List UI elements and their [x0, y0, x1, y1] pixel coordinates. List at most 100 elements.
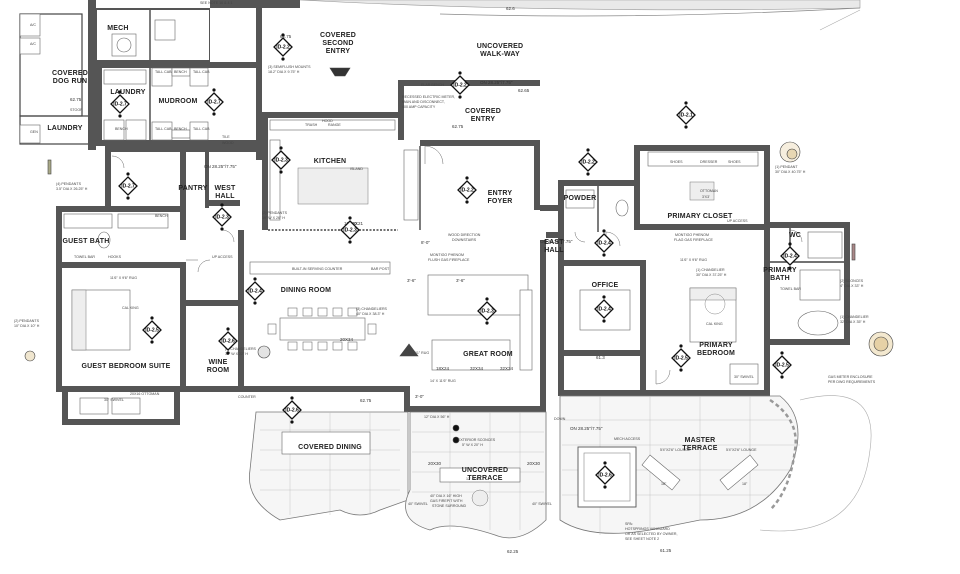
- fixture-tag-code: ID-2.2: [453, 83, 467, 89]
- fixture-tag-dot: [465, 176, 469, 180]
- dimension-label: 62.75: [70, 97, 82, 102]
- annotation-note: 12" DIA X 56" H: [424, 415, 450, 419]
- fixture-tag: ID-2.6: [595, 461, 615, 489]
- dimension-label: 20X30: [527, 461, 541, 466]
- fixture-tag-diamond: [477, 301, 497, 321]
- room-label-primary-closet: PRIMARY CLOSET: [667, 213, 733, 220]
- room-label-guest-bath: GUEST BATH: [63, 238, 110, 245]
- annotation-note: WOOD DIRECTION: [448, 233, 481, 237]
- fixture-tag-diamond: [271, 150, 291, 170]
- annotation-note: RANGE: [328, 123, 341, 127]
- fixture-tag-diamond: [780, 246, 800, 266]
- annotation-note: RECESSED ELECTRIC METER,: [402, 95, 455, 99]
- annotation-note: 30" DIA X 37.25" H: [696, 273, 727, 277]
- dimension-label: 32X34: [500, 366, 514, 371]
- annotation-note: FLUSH GAS FIREPLACE: [428, 258, 470, 262]
- annotation-note: 20X16 OTTOMAN: [130, 392, 160, 396]
- annotation-note: OR AS SELECTED BY OWNER,: [625, 532, 677, 536]
- annotation-note: FLAG GAS FIREPLACE: [674, 238, 714, 242]
- room-label-wc: WC: [789, 232, 801, 239]
- annotation-note: STONE SURROUND: [432, 504, 466, 508]
- fixture-tag: ID-2.6: [282, 396, 302, 424]
- fixture-tag-dot: [684, 125, 688, 129]
- fixture-tag-diamond: [595, 465, 615, 485]
- annotation-note: MONTIGO PHENOM: [430, 253, 464, 257]
- annotation-note: DOWN: [554, 417, 566, 421]
- fixture-tag: ID-2.4: [245, 277, 265, 305]
- fixture-tag-code: ID-2.6: [285, 408, 299, 414]
- annotation-note: GAS FIREPIT WITH: [430, 499, 463, 503]
- fixture-tag-dot: [465, 200, 469, 204]
- annotation-note: 40" SWIVEL: [408, 502, 428, 506]
- fixture-tag-dot: [118, 114, 122, 118]
- fixture-tag: ID-2.7: [110, 90, 130, 118]
- annotation-note: (2) PENDANTS: [14, 319, 40, 323]
- fixture-tag-code: ID-2.3: [343, 228, 357, 234]
- fixture-tag-dot: [220, 203, 224, 207]
- annotation-note: PER DWG REQUIREMENTS: [828, 380, 876, 384]
- room-label-great-room: GREAT ROOM: [463, 351, 513, 358]
- annotation-note: 40" DIA X 38.3" H: [356, 312, 385, 316]
- dimension-label: ON 28.25"/7.75": [570, 426, 603, 431]
- fixture-tag-diamond: [450, 75, 470, 95]
- fixture-tag: ID-2.2: [273, 33, 293, 61]
- room-label-dining-room: DINING ROOM: [281, 287, 331, 294]
- fixture-tag: ID-2.7: [118, 172, 138, 200]
- fixtures: [63, 119, 843, 415]
- fixture-tag-dot: [602, 319, 606, 323]
- fixture-tag-code: ID-2.5: [674, 356, 688, 362]
- annotation-note: TALL CAB: [155, 127, 172, 131]
- dimension-label: 62.6: [506, 6, 515, 11]
- fixture-tag-diamond: [245, 281, 265, 301]
- annotation-note: 5'4"X2'6" LOUNGE: [660, 448, 691, 452]
- fixture-tag: ID-2.4: [594, 229, 614, 257]
- dimension-label: 8'-0": [421, 240, 430, 245]
- annotation-note: 18": [742, 482, 748, 486]
- annotation-note: 3.5" DIA X 26.25" H: [56, 187, 88, 191]
- annotation-note: 4" DIA X 33" H: [840, 284, 864, 288]
- fixture-tag-code: ID-2.3: [480, 309, 494, 315]
- fixture-tag: ID-2.4: [594, 295, 614, 323]
- fixture-tag-dot: [485, 321, 489, 325]
- fixture-tag-diamond: [676, 105, 696, 125]
- fixture-tag-code: ID-2.2: [276, 45, 290, 51]
- fixture-tag-diamond: [578, 152, 598, 172]
- fixture-tag-dot: [150, 316, 154, 320]
- annotation-note: BENCH: [115, 127, 128, 131]
- fixture-tag-diamond: [772, 355, 792, 375]
- fixture-tag-dot: [212, 88, 216, 92]
- annotation-note: (1) PENDANT: [775, 165, 798, 169]
- fixture-tag-diamond: [340, 220, 360, 240]
- annotation-note: 32" DIA X 35" H: [840, 320, 866, 324]
- annotation-note: HOTSPRINGS VANGUARD: [625, 527, 670, 531]
- annotation-note: GAS METER ENCLOSURE: [828, 375, 873, 379]
- dimension-label: ON 28.25"/7.75": [204, 164, 237, 169]
- fixture-tag-code: ID-2.4: [597, 307, 611, 313]
- fixture-tag-dot: [788, 266, 792, 270]
- fixture-tag-code: ID-2.2: [581, 160, 595, 166]
- fixture-tag-dot: [788, 242, 792, 246]
- annotation-note: SPA:: [625, 522, 633, 526]
- annotation-notes: SEE NOTE 16 & 4.1(3) SEMIFLUSH MOUNTS18.…: [14, 1, 876, 541]
- light-symbols: [24, 67, 894, 444]
- fixture-tag-dot: [118, 90, 122, 94]
- annotation-note: DRESSER: [700, 160, 718, 164]
- service-wing-walls: [19, 0, 300, 160]
- room-label-laundry-1: LAUNDRY: [110, 89, 145, 96]
- fixture-tag: ID-2.2: [450, 71, 470, 99]
- dimension-label: 20X34: [340, 337, 354, 342]
- annotation-note: SEE NOTE 16 & 4.1: [200, 1, 233, 5]
- fixture-tag-code: ID-2.5: [145, 328, 159, 334]
- dimension-label: 3'-0": [415, 394, 424, 399]
- annotation-note: TILE: [222, 135, 230, 139]
- annotation-note: 40" DIA X 16" HIGH: [430, 494, 462, 498]
- annotation-note: SHOES: [670, 160, 683, 164]
- fixture-tag-dot: [586, 172, 590, 176]
- annotation-note: 32" W X 22" H: [225, 352, 248, 356]
